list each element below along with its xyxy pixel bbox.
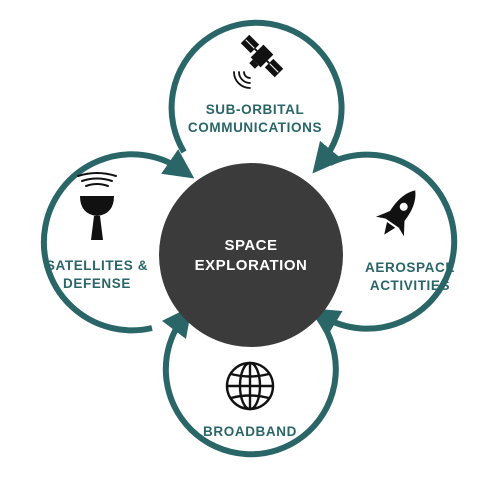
rocket-icon (376, 190, 416, 237)
node-left-line1: SATELLITES & (45, 258, 149, 273)
signal-waves-icon (233, 71, 251, 89)
center-circle (159, 163, 343, 347)
ring-bottom-arc (161, 306, 339, 458)
satellite-icon (240, 34, 284, 78)
node-right-line1: AEROSPACE (365, 260, 455, 275)
satellite-dish-icon (77, 172, 117, 240)
node-top-label: SUB-ORBITAL COMMUNICATIONS (175, 101, 335, 137)
center-label-line2: EXPLORATION (194, 257, 308, 274)
globe-icon (225, 361, 275, 411)
node-top-line2: COMMUNICATIONS (187, 120, 323, 135)
node-bottom-line1: BROADBAND (203, 424, 297, 439)
node-left-line2: DEFENSE (63, 276, 131, 291)
ring-left-arc (40, 149, 195, 334)
node-right-label: AEROSPACE ACTIVITIES (345, 259, 475, 295)
ring-right-arc (309, 151, 458, 337)
center-label-line1: SPACE (224, 237, 278, 254)
node-top-line1: SUB-ORBITAL (205, 102, 305, 117)
node-bottom-label: BROADBAND (180, 423, 320, 441)
center-label: SPACE EXPLORATION (171, 236, 331, 276)
node-left-label: SATELLITES & DEFENSE (27, 257, 167, 293)
node-right-line2: ACTIVITIES (369, 278, 451, 293)
ring-top-arc (168, 19, 345, 174)
